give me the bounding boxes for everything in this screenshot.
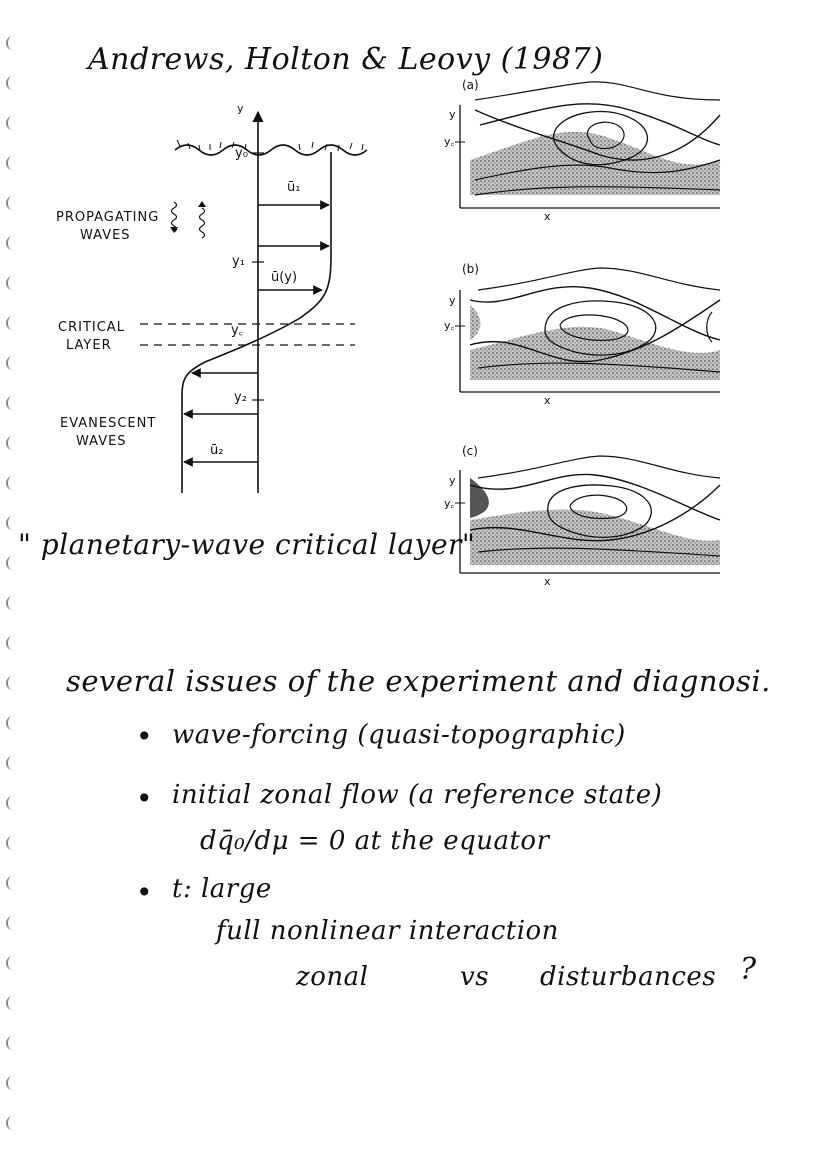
panel-b-y-label: y <box>449 294 456 307</box>
panel-a-y-label: y <box>449 108 456 121</box>
bullet-mark: • <box>136 876 154 909</box>
panel-a-yc-label: y꜀ <box>444 135 455 148</box>
propagating-label-line2: WAVES <box>80 228 131 243</box>
binder-hole <box>6 996 24 1010</box>
boundary-hatching <box>176 139 364 152</box>
figure-caption-handwritten: " planetary-wave critical layer" <box>18 528 476 561</box>
bullet-initial-zonal-flow-condition: dq̄₀/dμ = 0 at the equator <box>200 826 550 856</box>
binder-hole <box>6 196 24 210</box>
question-mark: ? <box>740 952 757 987</box>
binder-hole <box>6 76 24 90</box>
level-yc-label: y꜀ <box>231 323 244 338</box>
panel-b-label: (b) <box>462 262 479 276</box>
binder-hole <box>6 516 24 530</box>
binder-hole <box>6 476 24 490</box>
panel-b-yc-label: y꜀ <box>444 319 455 332</box>
topography-boundary <box>174 144 368 156</box>
level-y2-label: y₂ <box>234 390 247 405</box>
panel-b <box>455 267 721 393</box>
binder-hole <box>6 596 24 610</box>
bullet-nonlinear-interaction: full nonlinear interaction <box>216 916 559 946</box>
panel-a-x-label: x <box>544 210 551 223</box>
panel-a-label: (a) <box>462 78 479 92</box>
binder-hole <box>6 36 24 50</box>
binder-hole <box>6 636 24 650</box>
binder-hole <box>6 1116 24 1130</box>
bullet-t-large: t: large <box>172 874 272 904</box>
bullet-disturbances-word: disturbances <box>540 962 717 992</box>
binder-hole <box>6 676 24 690</box>
bullet-mark: • <box>136 782 154 815</box>
binder-hole <box>6 876 24 890</box>
citation-heading: Andrews, Holton & Leovy (1987) <box>88 42 604 77</box>
binder-hole <box>6 396 24 410</box>
binder-hole <box>6 356 24 370</box>
flow-u2-label: ū₂ <box>210 443 224 458</box>
bullet-initial-zonal-flow: initial zonal flow (a reference state) <box>172 780 663 810</box>
bullet-zonal-word: zonal <box>296 962 369 992</box>
binder-hole <box>6 236 24 250</box>
binder-hole <box>6 956 24 970</box>
level-y1-label: y₁ <box>232 254 245 269</box>
flow-uy-label: ū(y) <box>271 270 298 285</box>
bullet-vs-word: vs <box>460 962 490 992</box>
critical-label-line2: LAYER <box>66 338 112 353</box>
panel-c-x-label: x <box>544 575 551 588</box>
binder-hole <box>6 756 24 770</box>
binder-hole <box>6 1076 24 1090</box>
panel-c-label: (c) <box>462 444 478 458</box>
propagating-label-line1: PROPAGATING <box>56 210 160 225</box>
binder-hole <box>6 156 24 170</box>
velocity-profile-curve <box>181 152 332 493</box>
flow-u1-label: ū₁ <box>287 180 301 195</box>
notes-intro-line: several issues of the experiment and dia… <box>66 664 771 698</box>
binder-hole <box>6 796 24 810</box>
binder-hole <box>6 916 24 930</box>
binder-hole <box>6 436 24 450</box>
binder-hole <box>6 316 24 330</box>
bullet-wave-forcing: wave-forcing (quasi-topographic) <box>172 720 626 750</box>
level-y0-label: y₀ <box>235 146 248 161</box>
panel-a <box>455 81 721 209</box>
panel-c-yc-label: y꜀ <box>444 497 455 510</box>
evanescent-label-line1: EVANESCENT <box>60 416 157 431</box>
y-axis-label: y <box>237 102 244 115</box>
binder-hole <box>6 556 24 570</box>
critical-label-line1: CRITICAL <box>58 320 125 335</box>
panel-c <box>455 455 721 574</box>
evanescent-label-line2: WAVES <box>76 434 127 449</box>
binder-hole <box>6 716 24 730</box>
binder-hole <box>6 836 24 850</box>
binder-hole <box>6 1036 24 1050</box>
binder-hole <box>6 116 24 130</box>
bullet-mark: • <box>136 720 154 753</box>
panel-c-y-label: y <box>449 474 456 487</box>
panel-b-x-label: x <box>544 394 551 407</box>
binder-hole <box>6 276 24 290</box>
